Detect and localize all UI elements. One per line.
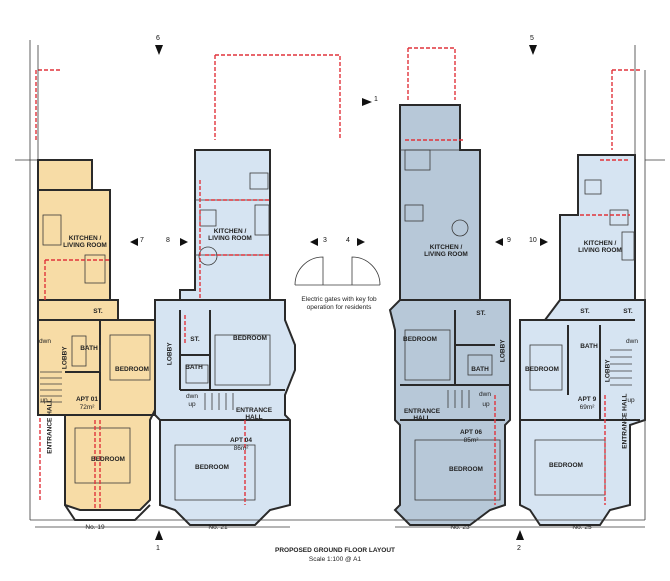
- apt04-bedroom-small-label: BEDROOM: [233, 335, 267, 342]
- apt01-name: APT 01: [75, 396, 99, 403]
- house-number-23: No. 23: [450, 524, 470, 531]
- apt01-bedroom-small-label: BEDROOM: [115, 366, 149, 373]
- apt06-area: 85m²: [463, 437, 479, 444]
- section-mark-7: 7: [140, 237, 144, 244]
- apt04-name: APT 04: [229, 437, 253, 444]
- site-boundary-lines: [15, 40, 665, 521]
- apt04-bedroom-label: BEDROOM: [195, 464, 229, 471]
- section-mark-5: 5: [530, 35, 534, 42]
- apt04-kitchen-label: KITCHEN / LIVING ROOM: [208, 228, 252, 243]
- house-number-21: No. 21: [208, 524, 228, 531]
- apt06-store-label: ST.: [476, 310, 486, 317]
- apt06-kitchen-label: KITCHEN / LIVING ROOM: [424, 244, 468, 259]
- apt06-name: APT 06: [459, 429, 483, 436]
- apt04-bath-label: BATH: [185, 364, 203, 371]
- apt09-bath-label: BATH: [580, 343, 598, 350]
- apt04-store-label: ST.: [190, 336, 200, 343]
- section-mark-6: 6: [156, 35, 160, 42]
- apt09-store1-label: ST.: [580, 308, 590, 315]
- apt04-lobby-label: LOBBY: [166, 342, 174, 366]
- apt09-kitchen-label: KITCHEN / LIVING ROOM: [578, 240, 622, 255]
- apt01-floor: [35, 69, 156, 521]
- apt06-bedroom-small-label: BEDROOM: [403, 336, 437, 343]
- apt09-lobby-label: LOBBY: [604, 359, 612, 383]
- apt01-lobby-label: LOBBY: [61, 346, 69, 370]
- apt06-dwn-label: dwn: [479, 391, 491, 398]
- apt09-store2-label: ST.: [623, 308, 633, 315]
- apt04-dwn-label: dwn: [186, 393, 198, 400]
- apt09-dwn-label: dwn: [626, 338, 638, 345]
- section-arrows: [130, 45, 548, 540]
- apt01-area: 72m²: [79, 404, 95, 411]
- section-mark-8: 8: [166, 237, 170, 244]
- apt01-up-label: up: [40, 397, 48, 404]
- house-number-25: No. 25: [572, 524, 592, 531]
- apt04-entrance-label: ENTRANCE HALL: [235, 407, 273, 422]
- apt09-floor: [519, 69, 646, 526]
- apt01-bath-label: BATH: [80, 345, 98, 352]
- drawing-title: PROPOSED GROUND FLOOR LAYOUT: [274, 547, 396, 554]
- apt04-area: 86m²: [233, 445, 249, 452]
- apt09-up-label: up: [627, 397, 635, 404]
- gate-note: Electric gates with key fob operation fo…: [301, 296, 377, 311]
- apt09-bedroom-small-label: BEDROOM: [525, 366, 559, 373]
- apt09-entrance-label: ENTRANCE HALL: [621, 393, 629, 449]
- apt06-floor: [388, 47, 511, 526]
- apt01-dwn-label: dwn: [39, 338, 51, 345]
- electric-gates: [294, 256, 381, 286]
- apt01-bedroom-label: BEDROOM: [91, 456, 125, 463]
- apt06-entrance-label: ENTRANCE HALL: [403, 408, 441, 423]
- apt01-kitchen-label: KITCHEN / LIVING ROOM: [63, 235, 107, 250]
- apt06-bath-label: BATH: [471, 366, 489, 373]
- apt04-floor: [154, 54, 341, 526]
- section-mark-9: 9: [507, 237, 511, 244]
- section-mark-3: 3: [323, 237, 327, 244]
- section-mark-1-bottom: 1: [156, 545, 160, 552]
- apt06-up-label: up: [482, 401, 490, 408]
- apt04-up-label: up: [188, 401, 196, 408]
- apt06-lobby-label: LOBBY: [499, 339, 507, 363]
- section-mark-2: 2: [517, 545, 521, 552]
- apt01-entrance-label: ENTRANCE HALL: [46, 398, 54, 454]
- section-mark-10: 10: [529, 237, 537, 244]
- apt01-store-label: ST.: [93, 308, 103, 315]
- apt09-bedroom-label: BEDROOM: [549, 462, 583, 469]
- apt09-area: 69m²: [579, 404, 595, 411]
- section-mark-4: 4: [346, 237, 350, 244]
- apt06-bedroom-label: BEDROOM: [449, 466, 483, 473]
- drawing-scale: Scale 1:100 @ A1: [308, 556, 362, 563]
- apt09-name: APT 9: [577, 396, 597, 403]
- section-mark-1-top: 1: [374, 96, 378, 103]
- house-number-19: No. 19: [85, 524, 105, 531]
